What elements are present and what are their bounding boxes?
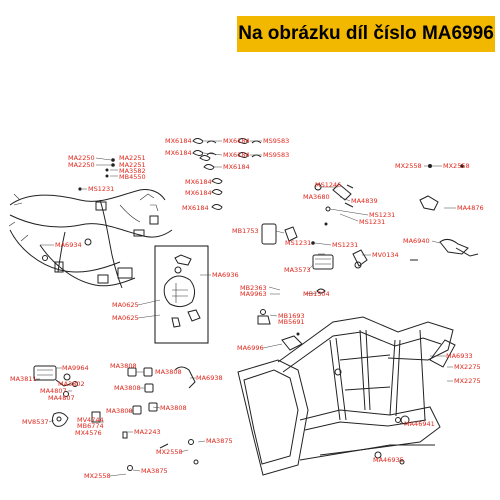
label-mv0134: MV0134 (372, 251, 399, 259)
label-mx2558: MX2558 (156, 448, 183, 456)
label-ma6936: MA6936 (212, 271, 239, 279)
label-ma3573: MA3573 (284, 266, 311, 274)
label-ma2251: MA2251 (119, 154, 146, 162)
label-ma2250: MA2250 (68, 161, 95, 169)
label-mb1753: MB1753 (232, 227, 259, 235)
label-ma6934: MA6934 (55, 241, 82, 249)
label-ms1231: MS1231 (285, 239, 311, 247)
label-ma4807: MA4807 (48, 394, 75, 402)
label-ma3808: MA3808 (160, 404, 187, 412)
label-ma9963: MA9963 (240, 290, 267, 298)
label-mv8537: MV8537 (22, 418, 49, 426)
label-mx6184: MX6184 (185, 178, 212, 186)
label-ma9964: MA9964 (62, 364, 89, 372)
label-mb5691: MB5691 (278, 318, 305, 326)
label-mx6184: MX6184 (165, 149, 192, 157)
label-ma4876: MA4876 (457, 204, 484, 212)
label-ma3875: MA3875 (206, 437, 233, 445)
label-ms1246: MS1246 (315, 181, 341, 189)
label-ma4807: MA4807 (40, 387, 67, 395)
label-mb1504: MB1504 (303, 290, 330, 298)
label-ms1231: MS1231 (332, 241, 358, 249)
label-ma3811: MA3811 (10, 375, 37, 383)
scooter-frame-drawing (237, 316, 456, 476)
label-ma46941: MA46941 (404, 420, 435, 428)
label-ms9583: MS9583 (263, 151, 289, 159)
label-ma0625: MA0625 (112, 301, 139, 309)
label-ma3808: MA3808 (114, 384, 141, 392)
label-mb4550: MB4550 (119, 173, 146, 181)
label-ms1231: MS1231 (88, 185, 114, 193)
label-mx6184: MX6184 (223, 137, 250, 145)
label-ma6938: MA6938 (196, 374, 223, 382)
label-ma6933: MA6933 (446, 352, 473, 360)
wiring-harness-drawing (8, 189, 173, 289)
label-mb6774: MB6774 (77, 422, 104, 430)
header-banner: Na obrázku díl číslo MA6996 (237, 16, 495, 52)
electrical-parts-drawing (257, 164, 479, 351)
label-mx6184: MX6184 (223, 151, 250, 159)
label-ma2251: MA2251 (119, 161, 146, 169)
label-mx2558: MX2558 (84, 472, 111, 480)
label-ma2243: MA2243 (134, 428, 161, 436)
part-number-labels: MX6184 MX6184 MS9583 MX6184 MX6184 MS958… (10, 137, 484, 480)
label-ma3582: MA3582 (119, 167, 146, 175)
label-ma3808: MA3808 (110, 362, 137, 370)
label-ms1231: MS1231 (359, 218, 385, 226)
label-ma3808: MA3808 (155, 368, 182, 376)
fuse-box-drawing (154, 245, 209, 344)
label-mx6184: MX6184 (165, 137, 192, 145)
label-mb2363: MB2363 (240, 284, 267, 292)
label-mx6184: MX6184 (223, 163, 250, 171)
label-ms9583: MS9583 (263, 137, 289, 145)
label-ma2250: MA2250 (68, 154, 95, 162)
label-mv4744: MV4744 (77, 416, 104, 424)
label-mx2275: MX2275 (454, 363, 481, 371)
label-mx6184: MX6184 (182, 204, 209, 212)
label-mb1693: MB1693 (278, 312, 305, 320)
label-mx4576: MX4576 (75, 429, 102, 437)
label-ma3808: MA3808 (106, 407, 133, 415)
label-mx2558: MX2558 (443, 162, 470, 170)
label-ma6996: MA6996 (237, 344, 264, 352)
label-ma3680: MA3680 (303, 193, 330, 201)
label-ma0625: MA0625 (112, 314, 139, 322)
label-ma3802: MA3802 (58, 380, 85, 388)
label-ma3875: MA3875 (141, 467, 168, 475)
label-mx2275: MX2275 (454, 377, 481, 385)
page-title: Na obrázku díl číslo MA6996 (238, 23, 494, 44)
label-ma4839: MA4839 (351, 197, 378, 205)
label-ma6940: MA6940 (403, 237, 430, 245)
leader-lines (36, 140, 456, 477)
label-mx6184: MX6184 (185, 189, 212, 197)
label-ma46935: MA46935 (373, 456, 404, 464)
label-mx2558: MX2558 (395, 162, 422, 170)
label-ms1231: MS1231 (369, 211, 395, 219)
